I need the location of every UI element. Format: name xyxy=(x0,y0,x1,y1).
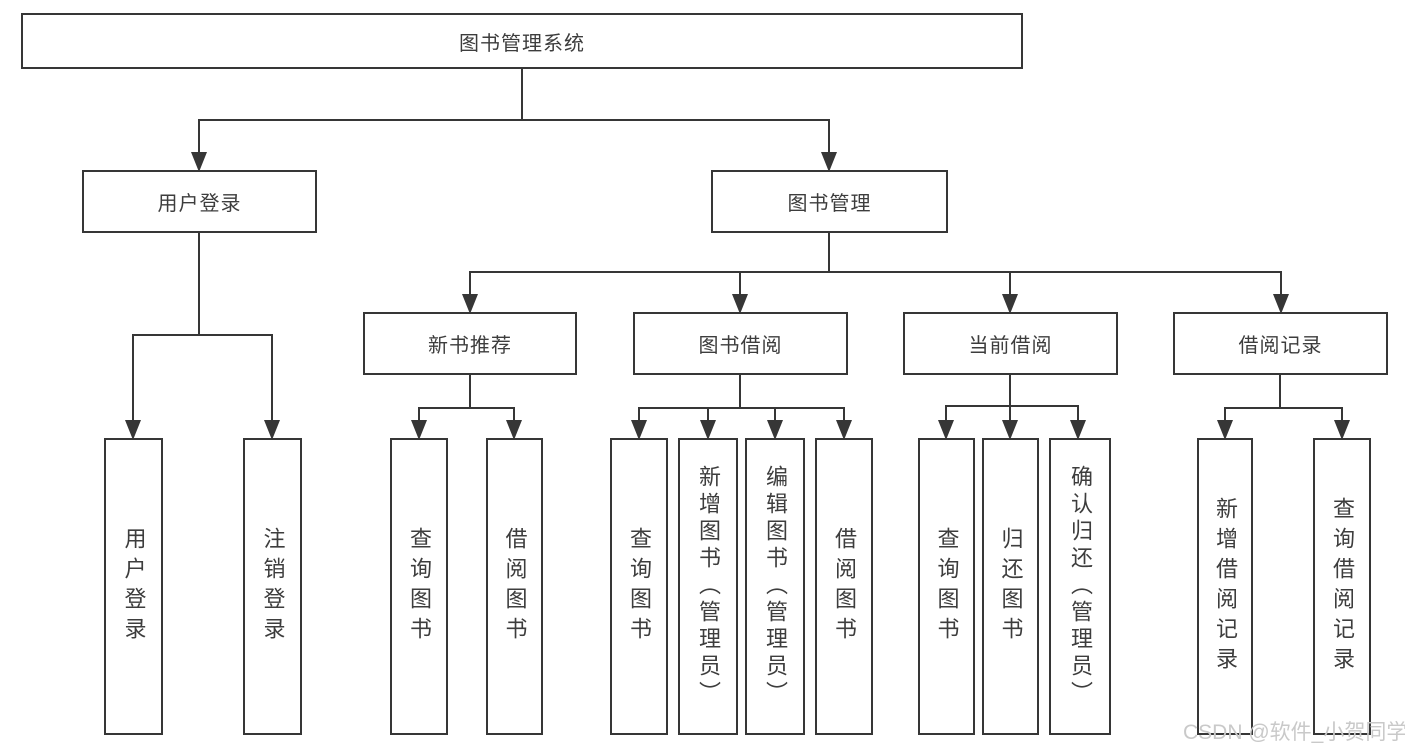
leaf-br-add-record: 新增借阅记录 xyxy=(1197,438,1253,735)
node-new-book-recommendation: 新书推荐 xyxy=(363,312,577,375)
leaf-bb-add-books-admin: 新增图书（管理员） xyxy=(678,438,738,735)
leaf-br-query-record: 查询借阅记录 xyxy=(1313,438,1371,735)
node-current-borrowing: 当前借阅 xyxy=(903,312,1118,375)
leaf-rec-query-books: 查询图书 xyxy=(390,438,448,735)
arrowheads xyxy=(125,152,1350,440)
leaf-logout: 注销登录 xyxy=(243,438,302,735)
csdn-watermark: CSDN @软件_小贺同学 xyxy=(1183,721,1405,744)
leaf-user-login: 用户登录 xyxy=(104,438,163,735)
leaf-bb-borrow-books: 借阅图书 xyxy=(815,438,873,735)
leaf-cb-confirm-return-admin: 确认归还（管理员） xyxy=(1049,438,1111,735)
leaf-rec-borrow-books: 借阅图书 xyxy=(486,438,543,735)
leaf-cb-return-books: 归还图书 xyxy=(982,438,1039,735)
leaf-cb-query-books: 查询图书 xyxy=(918,438,975,735)
leaf-bb-query-books: 查询图书 xyxy=(610,438,668,735)
node-borrowing-records: 借阅记录 xyxy=(1173,312,1388,375)
node-library-management-system: 图书管理系统 xyxy=(21,13,1023,69)
node-book-borrowing: 图书借阅 xyxy=(633,312,848,375)
leaf-bb-edit-books-admin: 编辑图书（管理员） xyxy=(745,438,805,735)
node-user-login: 用户登录 xyxy=(82,170,317,233)
node-book-management: 图书管理 xyxy=(711,170,948,233)
